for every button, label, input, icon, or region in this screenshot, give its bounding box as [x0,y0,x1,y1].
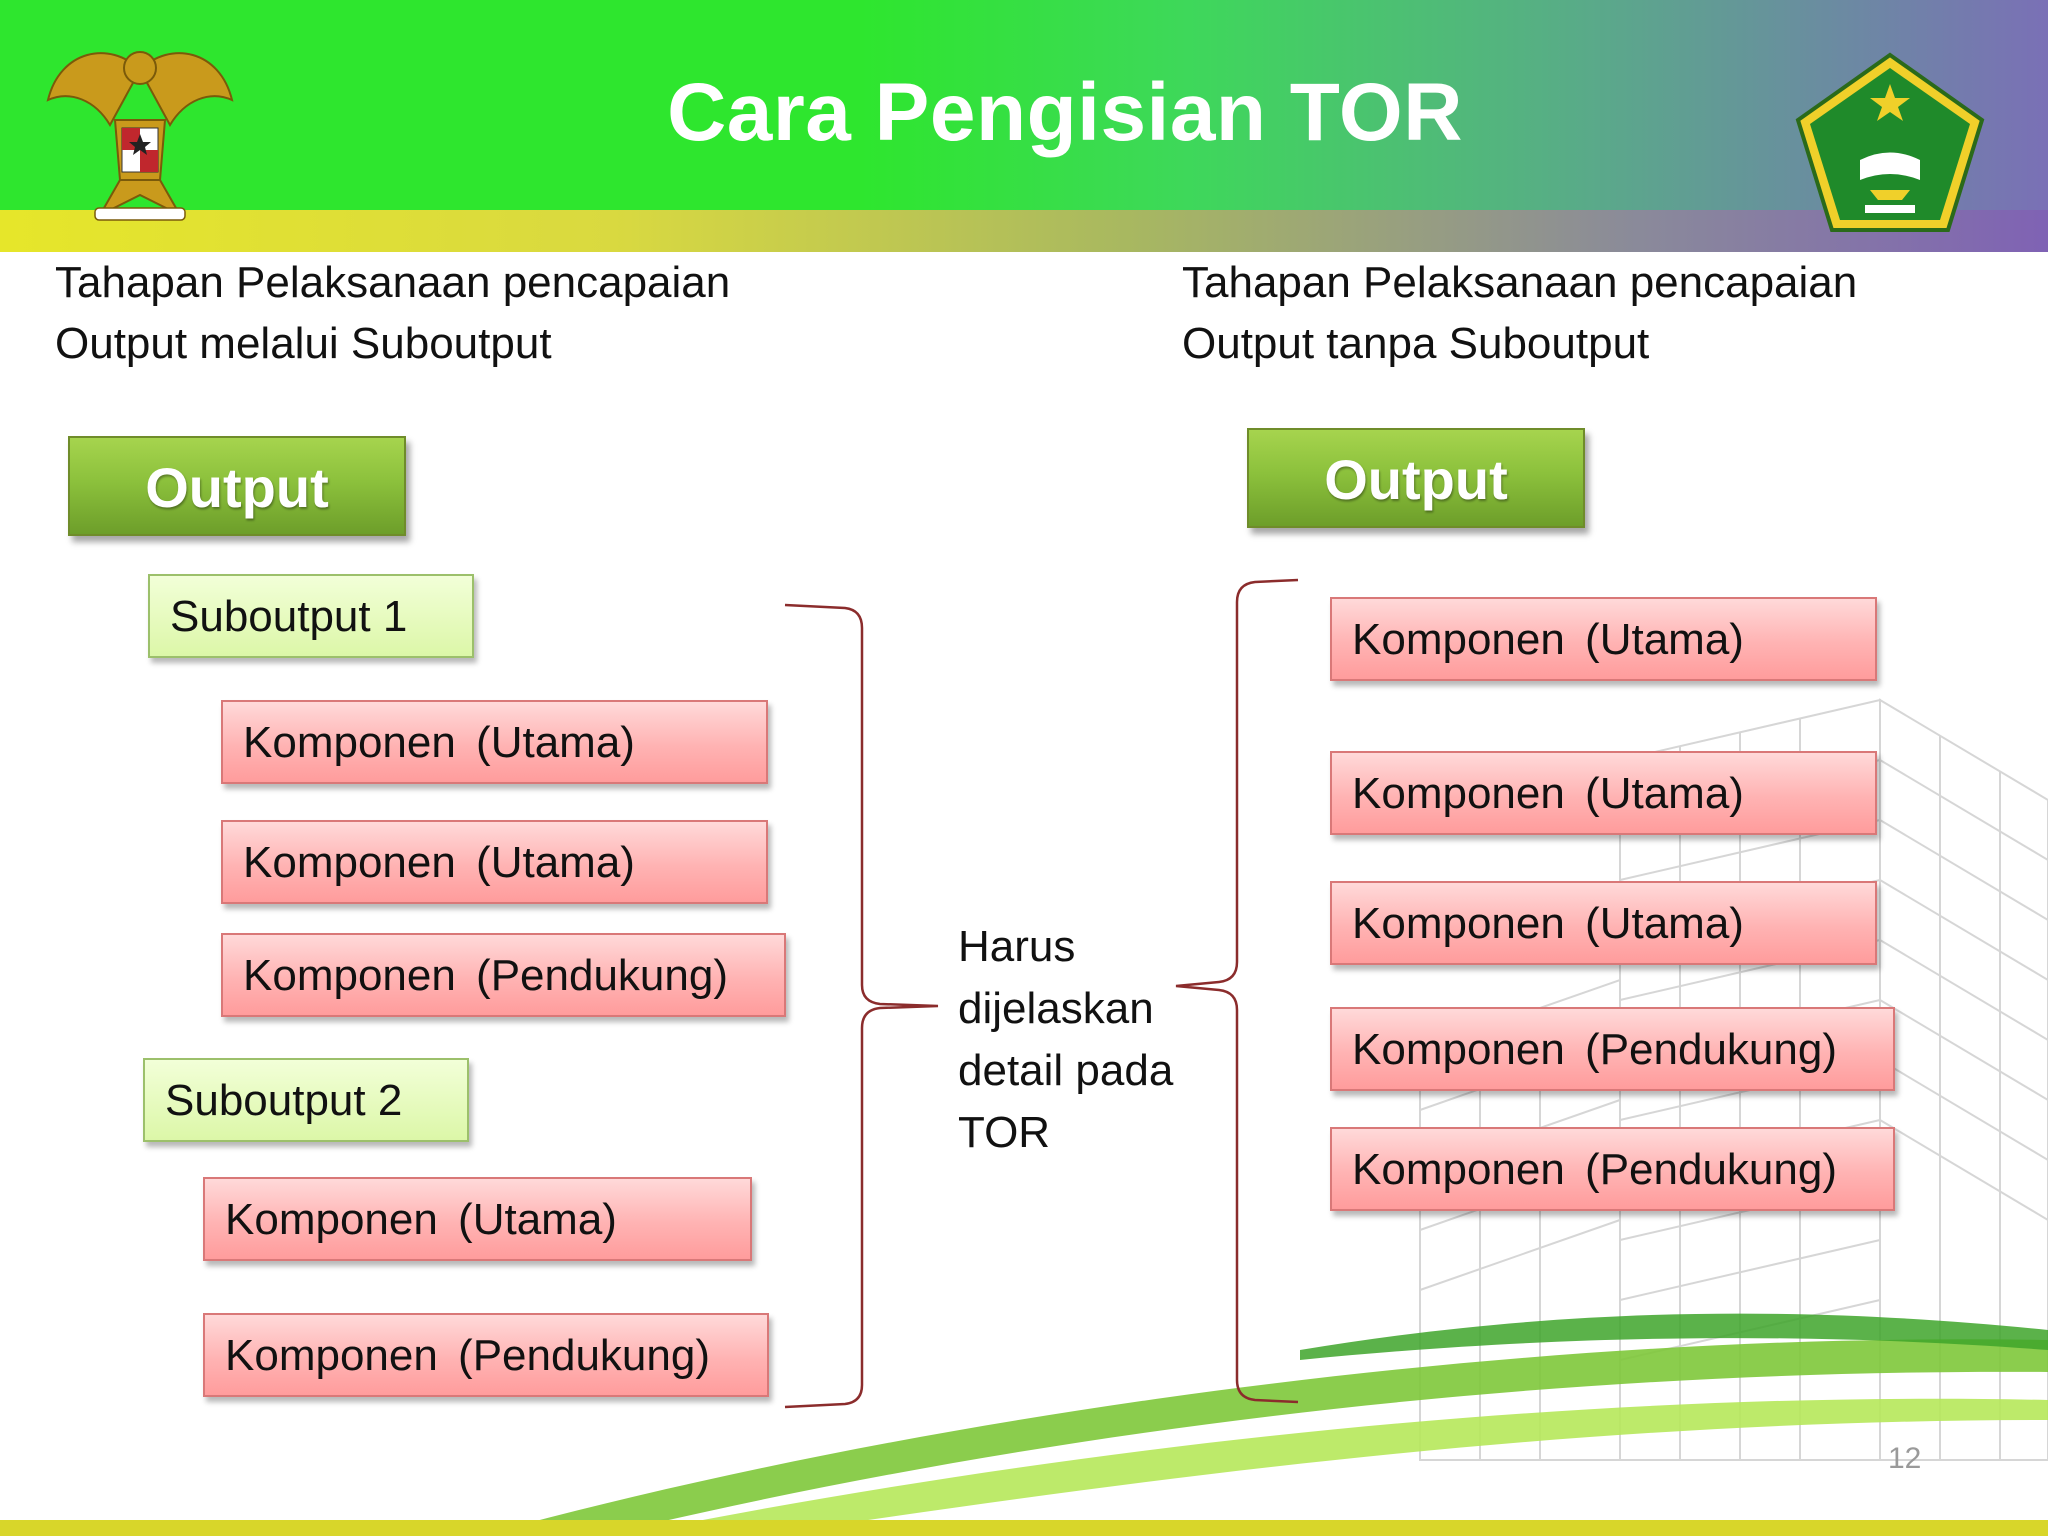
left-komponen-1: Komponen (Utama) [221,700,768,784]
left-heading: Tahapan Pelaksanaan pencapaian Output me… [55,252,955,374]
note-line2: dijelaskan [958,984,1154,1033]
left-komponen-2: Komponen (Utama) [221,820,768,904]
right-output-box: Output [1247,428,1585,528]
left-heading-line2: Output melalui Suboutput [55,319,552,368]
suboutput-1-box: Suboutput 1 [148,574,474,658]
header-bar [0,0,2048,212]
left-komponen-5: Komponen (Pendukung) [203,1313,769,1397]
right-komponen-3: Komponen (Utama) [1330,881,1877,965]
right-heading-line2: Output tanpa Suboutput [1182,319,1650,368]
right-komponen-1: Komponen (Utama) [1330,597,1877,681]
right-komponen-4: Komponen (Pendukung) [1330,1007,1895,1091]
note-line1: Harus [958,922,1076,971]
right-heading-line1: Tahapan Pelaksanaan pencapaian [1182,258,1858,307]
right-brace [1175,578,1299,1404]
note-line4: TOR [958,1108,1051,1157]
left-komponen-4: Komponen (Utama) [203,1177,752,1261]
note-text: Harus dijelaskan detail pada TOR [958,916,1208,1164]
header-strip [0,210,2048,252]
page-number: 12 [1888,1442,1922,1475]
page-title: Cara Pengisian TOR [667,67,1463,158]
left-komponen-3: Komponen (Pendukung) [221,933,786,1017]
left-output-box: Output [68,436,406,536]
note-line3: detail pada [958,1046,1174,1095]
right-komponen-2: Komponen (Utama) [1330,751,1877,835]
left-heading-line1: Tahapan Pelaksanaan pencapaian [55,258,731,307]
garuda-emblem-icon [46,51,234,221]
right-komponen-5: Komponen (Pendukung) [1330,1127,1895,1211]
suboutput-2-box: Suboutput 2 [143,1058,469,1142]
ministry-emblem-icon [1795,52,1985,232]
left-brace [784,603,939,1409]
right-heading: Tahapan Pelaksanaan pencapaian Output ta… [1182,252,2002,374]
